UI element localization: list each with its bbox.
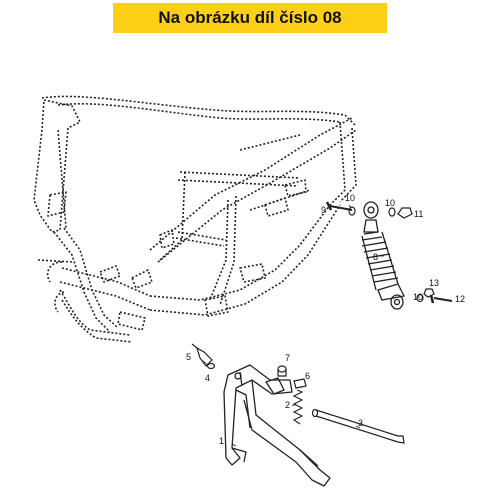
scooter-frame — [33, 95, 357, 343]
callout-part-2: 2 — [285, 400, 290, 410]
callout-part-8: 8 — [373, 252, 378, 262]
center-stand — [223, 364, 331, 487]
stand-spring — [292, 389, 304, 425]
callout-part-9: 9 — [321, 205, 326, 215]
callout-part-10-upper-left: 10 — [345, 193, 355, 203]
stand-small-parts — [191, 343, 307, 389]
leader-lines — [202, 204, 384, 447]
callout-part-1: 1 — [219, 436, 224, 446]
callout-part-10-lower: 10 — [413, 292, 423, 302]
stand-pivot-pin — [311, 408, 405, 444]
title-banner: Na obrázku díl číslo 08 — [113, 3, 387, 33]
callout-part-6: 6 — [305, 371, 310, 381]
callout-part-4: 4 — [205, 373, 210, 383]
callout-part-3: 3 — [358, 418, 363, 428]
banner-title: Na obrázku díl číslo 08 — [158, 8, 342, 27]
part-callouts: 1 2 3 4 5 6 7 8 9 10 10 10 11 12 13 — [186, 193, 465, 446]
callout-part-12: 12 — [455, 294, 465, 304]
shock-absorber — [361, 201, 405, 310]
shock-hardware — [325, 201, 453, 304]
callout-part-13: 13 — [429, 278, 439, 288]
callout-part-10-upper-right: 10 — [385, 198, 395, 208]
callout-part-7: 7 — [285, 353, 290, 363]
callout-part-5: 5 — [186, 352, 191, 362]
callout-part-11: 11 — [414, 209, 423, 219]
